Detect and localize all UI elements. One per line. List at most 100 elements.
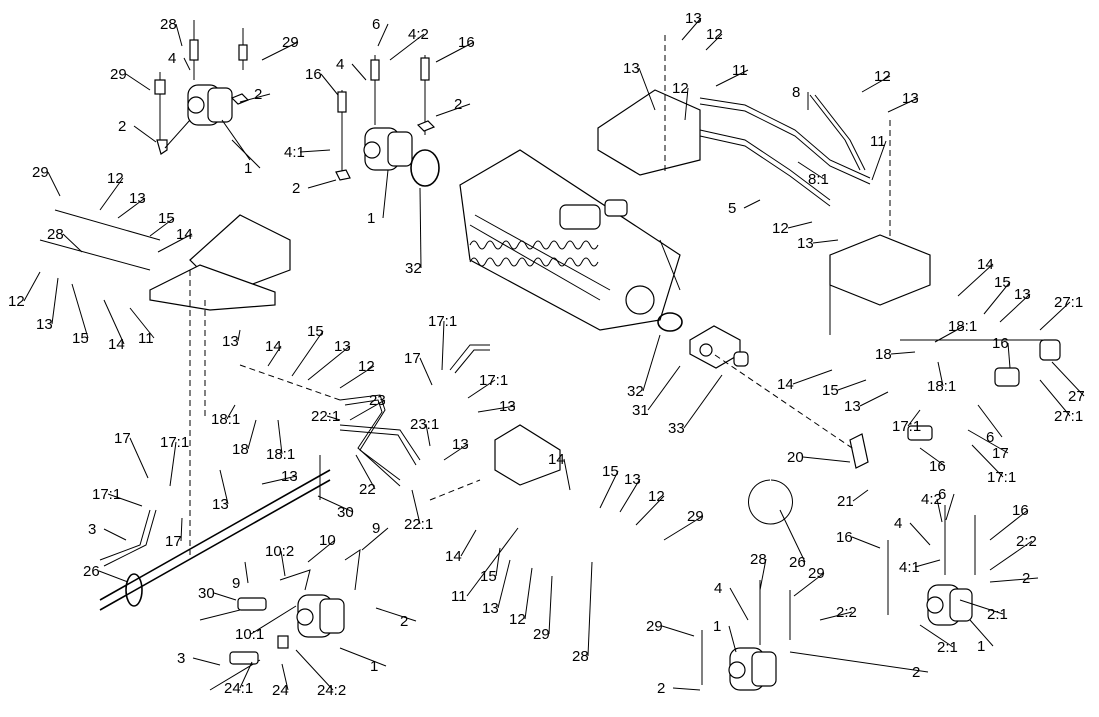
part-callout-label: 17 [114, 430, 131, 447]
part-callout-label: 13 [281, 468, 298, 485]
part-callout-label: 12 [672, 80, 689, 97]
leader-line [261, 41, 299, 61]
part-callout-label: 9 [232, 575, 240, 592]
leader-line [638, 67, 656, 111]
part-callout-label: 12 [509, 611, 526, 628]
part-callout-label: 4:2 [408, 26, 429, 43]
part-callout-label: 17:1 [987, 469, 1016, 486]
leader-line [936, 498, 943, 523]
part-callout-label: 4 [894, 515, 902, 532]
leader-line [802, 456, 851, 463]
part-callout-label: 6 [372, 16, 380, 33]
part-callout-label: 15 [822, 382, 839, 399]
part-callout-label: 17:1 [92, 486, 121, 503]
leader-line [959, 599, 1004, 615]
leader-line [277, 419, 283, 455]
leader-line [231, 139, 261, 169]
leader-line [157, 233, 193, 253]
part-callout-label: 14 [977, 256, 994, 273]
part-callout-label: 8:1 [808, 171, 829, 188]
leader-line [548, 575, 553, 635]
leader-line [361, 527, 389, 551]
leader-line [107, 493, 143, 507]
leader-line [355, 454, 376, 490]
leader-line [890, 351, 916, 355]
leader-line [789, 651, 929, 673]
part-callout-label: 12 [107, 170, 124, 187]
leader-line [239, 661, 253, 689]
leader-line [852, 489, 869, 502]
part-callout-label: 29 [533, 626, 550, 643]
part-callout-label: 2 [118, 118, 126, 135]
part-callout-label: 15 [72, 330, 89, 347]
part-callout-label: 32 [405, 260, 422, 277]
pump-assembly-top-left [154, 20, 251, 161]
part-callout-label: 22:1 [404, 516, 433, 533]
leader-line [793, 572, 825, 597]
part-callout-label: 24:2 [317, 682, 346, 699]
part-callout-label: 14 [176, 226, 193, 243]
part-callout-label: 12 [648, 488, 665, 505]
leader-line [175, 23, 183, 47]
part-callout-label: 17:1 [892, 418, 921, 435]
right-middle-fittings [714, 339, 1061, 525]
part-callout-label: 12 [358, 358, 375, 375]
part-callout-label: 30 [198, 585, 215, 602]
part-callout-label: 11 [451, 588, 467, 605]
part-callout-label: 23 [369, 392, 386, 409]
pump-assembly-bottom-middle [229, 548, 361, 665]
part-callout-label: 2:1 [987, 606, 1008, 623]
leader-line [477, 405, 516, 413]
leader-line [192, 657, 221, 666]
part-callout-label: 13 [482, 600, 499, 617]
leader-line [98, 570, 129, 583]
part-callout-label: 21 [837, 493, 854, 510]
part-callout-label: 27 [1068, 388, 1085, 405]
part-callout-label: 4:1 [284, 144, 305, 161]
part-callout-label: 4 [168, 50, 176, 67]
part-callout-label: 33 [668, 420, 685, 437]
leader-line [907, 409, 921, 427]
leader-line [247, 419, 257, 450]
part-callout-label: 13 [1014, 286, 1031, 303]
part-callout-label: 1 [370, 658, 378, 675]
left-mount-frame [39, 209, 291, 555]
part-callout-label: 13 [844, 398, 861, 415]
leader-line [411, 489, 421, 525]
leader-line [909, 522, 931, 546]
part-callout-label: 11 [870, 133, 886, 150]
part-callout-label: 18:1 [948, 318, 977, 335]
leader-line [129, 437, 149, 479]
part-callout-label: 14 [265, 338, 282, 355]
leader-line [792, 369, 833, 385]
leader-line [989, 509, 1029, 541]
part-callout-label: 27:1 [1054, 408, 1083, 425]
part-callout-label: 16 [305, 66, 322, 83]
part-callout-label: 16 [929, 458, 946, 475]
part-callout-label: 1 [713, 618, 721, 635]
leader-line [467, 379, 496, 399]
leader-line [281, 663, 289, 691]
part-callout-label: 18 [232, 441, 249, 458]
leader-line [239, 93, 271, 103]
leader-line [375, 607, 417, 622]
leader-line [887, 97, 919, 113]
part-callout-label: 12 [706, 26, 723, 43]
part-callout-label: 4:1 [899, 559, 920, 576]
part-callout-label: 12 [8, 293, 25, 310]
part-callout-label: 16 [992, 335, 1009, 352]
part-callout-label: 15 [994, 274, 1011, 291]
leader-line [129, 307, 155, 339]
leader-line [435, 41, 475, 63]
part-callout-label: 5 [728, 200, 736, 217]
leader-line [837, 379, 867, 391]
part-callout-label: 14 [445, 548, 462, 565]
leader-line [977, 404, 1003, 438]
part-callout-label: 13 [222, 333, 239, 350]
part-callout-label: 15 [307, 323, 324, 340]
part-callout-label: 29 [808, 565, 825, 582]
part-callout-label: 3 [177, 650, 185, 667]
leader-line [705, 33, 723, 51]
part-callout-label: 15 [158, 210, 175, 227]
